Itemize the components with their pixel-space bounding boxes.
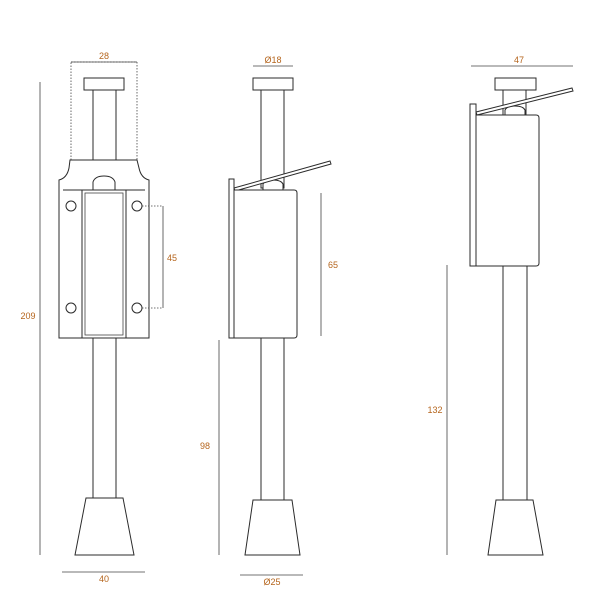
mounting-plate [228,178,235,339]
dim-base-width: 40 [99,574,109,584]
housing-inner [84,192,124,336]
dim-top-width: 47 [514,55,524,65]
lower-rod [502,265,528,501]
front-view: 28 209 40 45 [20,51,177,584]
dim-lower-height: 98 [200,441,210,451]
rubber-foot [244,499,301,556]
lower-rod [260,337,285,501]
spring-nut [92,175,116,191]
dim-overall-height: 209 [20,311,35,321]
screw-hole [131,200,143,212]
housing [233,189,298,339]
housing [475,114,540,267]
screw-hole [65,302,77,314]
plunger-cap [252,77,294,91]
plunger-cap [83,77,125,91]
plunger-rod [260,89,285,189]
release-lever [475,87,574,116]
screw-hole [65,200,77,212]
housing-channel [81,189,127,339]
plunger-rod [92,89,117,161]
lower-rod [92,337,117,499]
side-view: Ø18 65 98 Ø25 [200,55,338,587]
dim-housing-height: 65 [328,260,338,270]
dim-base-diameter: Ø25 [263,577,280,587]
raised-view: 47 132 [427,55,574,556]
dim-hole-spacing: 45 [167,253,177,263]
mounting-plate [469,103,477,267]
rubber-foot [487,499,544,556]
dim-top-diameter: Ø18 [264,55,281,65]
dim-lower-height: 132 [427,405,442,415]
plunger-cap [494,77,537,91]
rubber-foot [74,497,135,556]
screw-hole [131,302,143,314]
dim-top-width: 28 [99,51,109,61]
